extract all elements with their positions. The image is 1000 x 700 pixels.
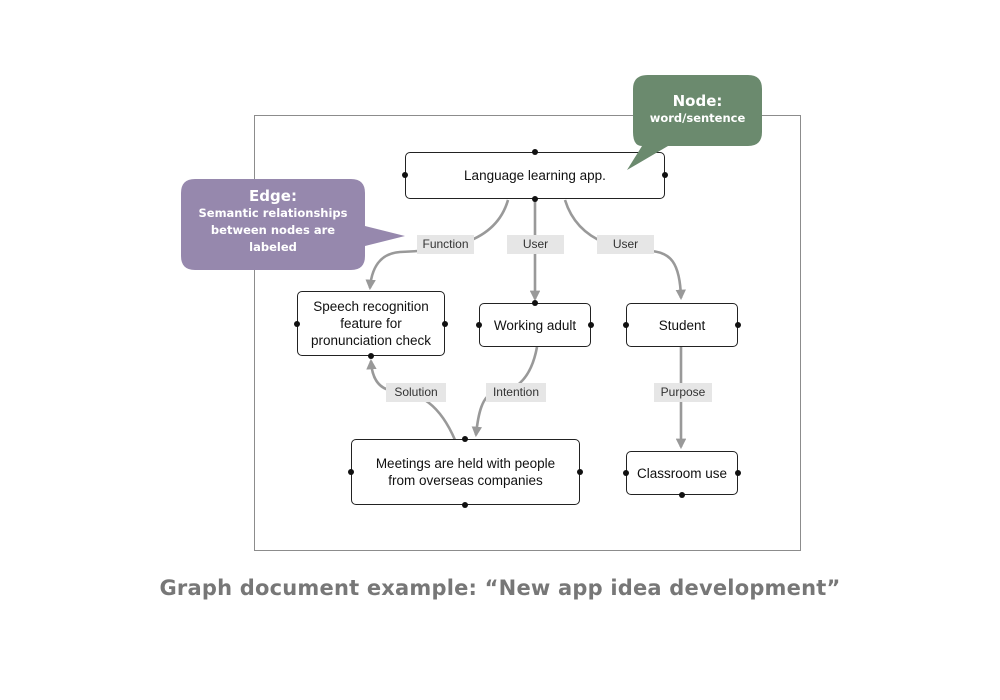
node-label: Classroom use xyxy=(636,465,728,481)
edge-function xyxy=(365,199,510,291)
connector-dot xyxy=(462,502,468,508)
node-language-learning-app[interactable]: Language learning app. xyxy=(405,152,665,199)
connector-dot xyxy=(577,469,583,475)
connector-dot xyxy=(368,353,374,359)
connector-dot xyxy=(532,300,538,306)
edge-label-purpose: Purpose xyxy=(654,383,712,402)
node-callout-bubble xyxy=(627,75,762,170)
connector-dot xyxy=(348,469,354,475)
edge-label-intention: Intention xyxy=(486,383,546,402)
connector-dot xyxy=(532,149,538,155)
connector-dot xyxy=(588,322,594,328)
connector-dot xyxy=(402,172,408,178)
node-label: Meetings are held with people from overs… xyxy=(375,456,556,488)
connector-dot xyxy=(735,470,741,476)
node-label: Student xyxy=(658,317,706,333)
edge-label-user: User xyxy=(507,235,564,254)
node-classroom-use[interactable]: Classroom use xyxy=(626,451,738,495)
node-speech-recognition[interactable]: Speech recognition feature for pronuncia… xyxy=(297,291,445,356)
node-callout-title: Node: xyxy=(672,92,723,110)
node-student[interactable]: Student xyxy=(626,303,738,347)
connector-dot xyxy=(462,436,468,442)
node-label: Working adult xyxy=(493,317,577,333)
connector-dot xyxy=(532,196,538,202)
node-label: Language learning app. xyxy=(464,168,606,183)
edge-callout-text: Semantic relationships between nodes are… xyxy=(198,206,348,254)
connector-dot xyxy=(294,321,300,327)
edge-label-function: Function xyxy=(417,235,474,254)
edge-callout-bubble xyxy=(181,179,405,270)
figure-caption: Graph document example: “New app idea de… xyxy=(159,576,841,600)
edge-label-user: User xyxy=(597,235,654,254)
edge-label-solution: Solution xyxy=(386,383,446,402)
node-callout: Node: word/sentence xyxy=(633,92,762,127)
connector-dot xyxy=(735,322,741,328)
connector-dot xyxy=(476,322,482,328)
node-callout-text: word/sentence xyxy=(649,111,746,125)
connector-dot xyxy=(662,172,668,178)
node-label: Speech recognition feature for pronuncia… xyxy=(310,299,432,348)
node-working-adult[interactable]: Working adult xyxy=(479,303,591,347)
edge-callout: Edge: Semantic relationships between nod… xyxy=(181,187,365,256)
node-meetings[interactable]: Meetings are held with people from overs… xyxy=(351,439,580,505)
edge-callout-title: Edge: xyxy=(249,187,297,205)
connector-dot xyxy=(623,322,629,328)
connector-dot xyxy=(442,321,448,327)
connector-dot xyxy=(679,492,685,498)
connector-dot xyxy=(623,470,629,476)
